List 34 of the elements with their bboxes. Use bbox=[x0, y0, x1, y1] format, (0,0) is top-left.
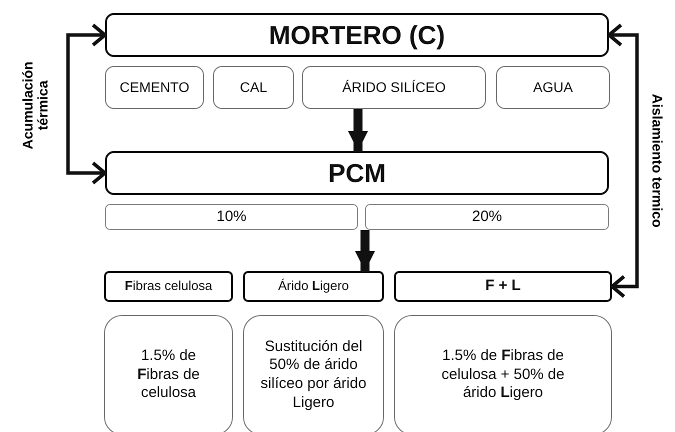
box-label: 1.5% de Fibras de celulosa bbox=[136, 346, 201, 404]
process-box bbox=[365, 204, 609, 230]
bracket-arrow bbox=[607, 23, 639, 298]
process-box bbox=[243, 315, 384, 432]
process-box bbox=[213, 66, 294, 109]
process-box bbox=[243, 271, 384, 302]
edge-label: Aislamiento termico bbox=[649, 93, 665, 228]
title-box bbox=[105, 151, 609, 195]
block-arrow bbox=[355, 230, 375, 271]
edge-label: Acumulación térmica bbox=[20, 60, 52, 150]
process-box bbox=[104, 271, 233, 302]
process-box bbox=[105, 66, 204, 109]
process-box bbox=[496, 66, 610, 109]
box-label: AGUA bbox=[533, 78, 573, 96]
box-label: PCM bbox=[328, 156, 386, 190]
process-box bbox=[302, 66, 486, 109]
process-box bbox=[105, 204, 358, 230]
box-label: Sustitución del 50% de árido silíceo por árido Ligero bbox=[260, 338, 368, 412]
block-arrow bbox=[348, 109, 368, 151]
bracket-arrow bbox=[66, 23, 107, 185]
box-label: Fibras celulosa bbox=[124, 278, 212, 295]
box-label: CAL bbox=[240, 78, 268, 96]
box-label: Árido Ligero bbox=[278, 278, 349, 295]
process-box bbox=[394, 315, 612, 432]
process-box bbox=[104, 315, 233, 432]
box-label: CEMENTO bbox=[120, 78, 190, 96]
box-label: MORTERO (C) bbox=[268, 18, 446, 52]
box-label: ÁRIDO SILÍCEO bbox=[342, 78, 446, 96]
box-label: 1.5% de Fibras de celulosa + 50% de árido Ligero bbox=[440, 346, 566, 404]
process-box bbox=[394, 271, 612, 302]
box-label: 10% bbox=[216, 208, 247, 226]
box-label: F + L bbox=[485, 277, 521, 296]
box-label: 20% bbox=[472, 208, 502, 226]
title-box bbox=[105, 13, 609, 57]
